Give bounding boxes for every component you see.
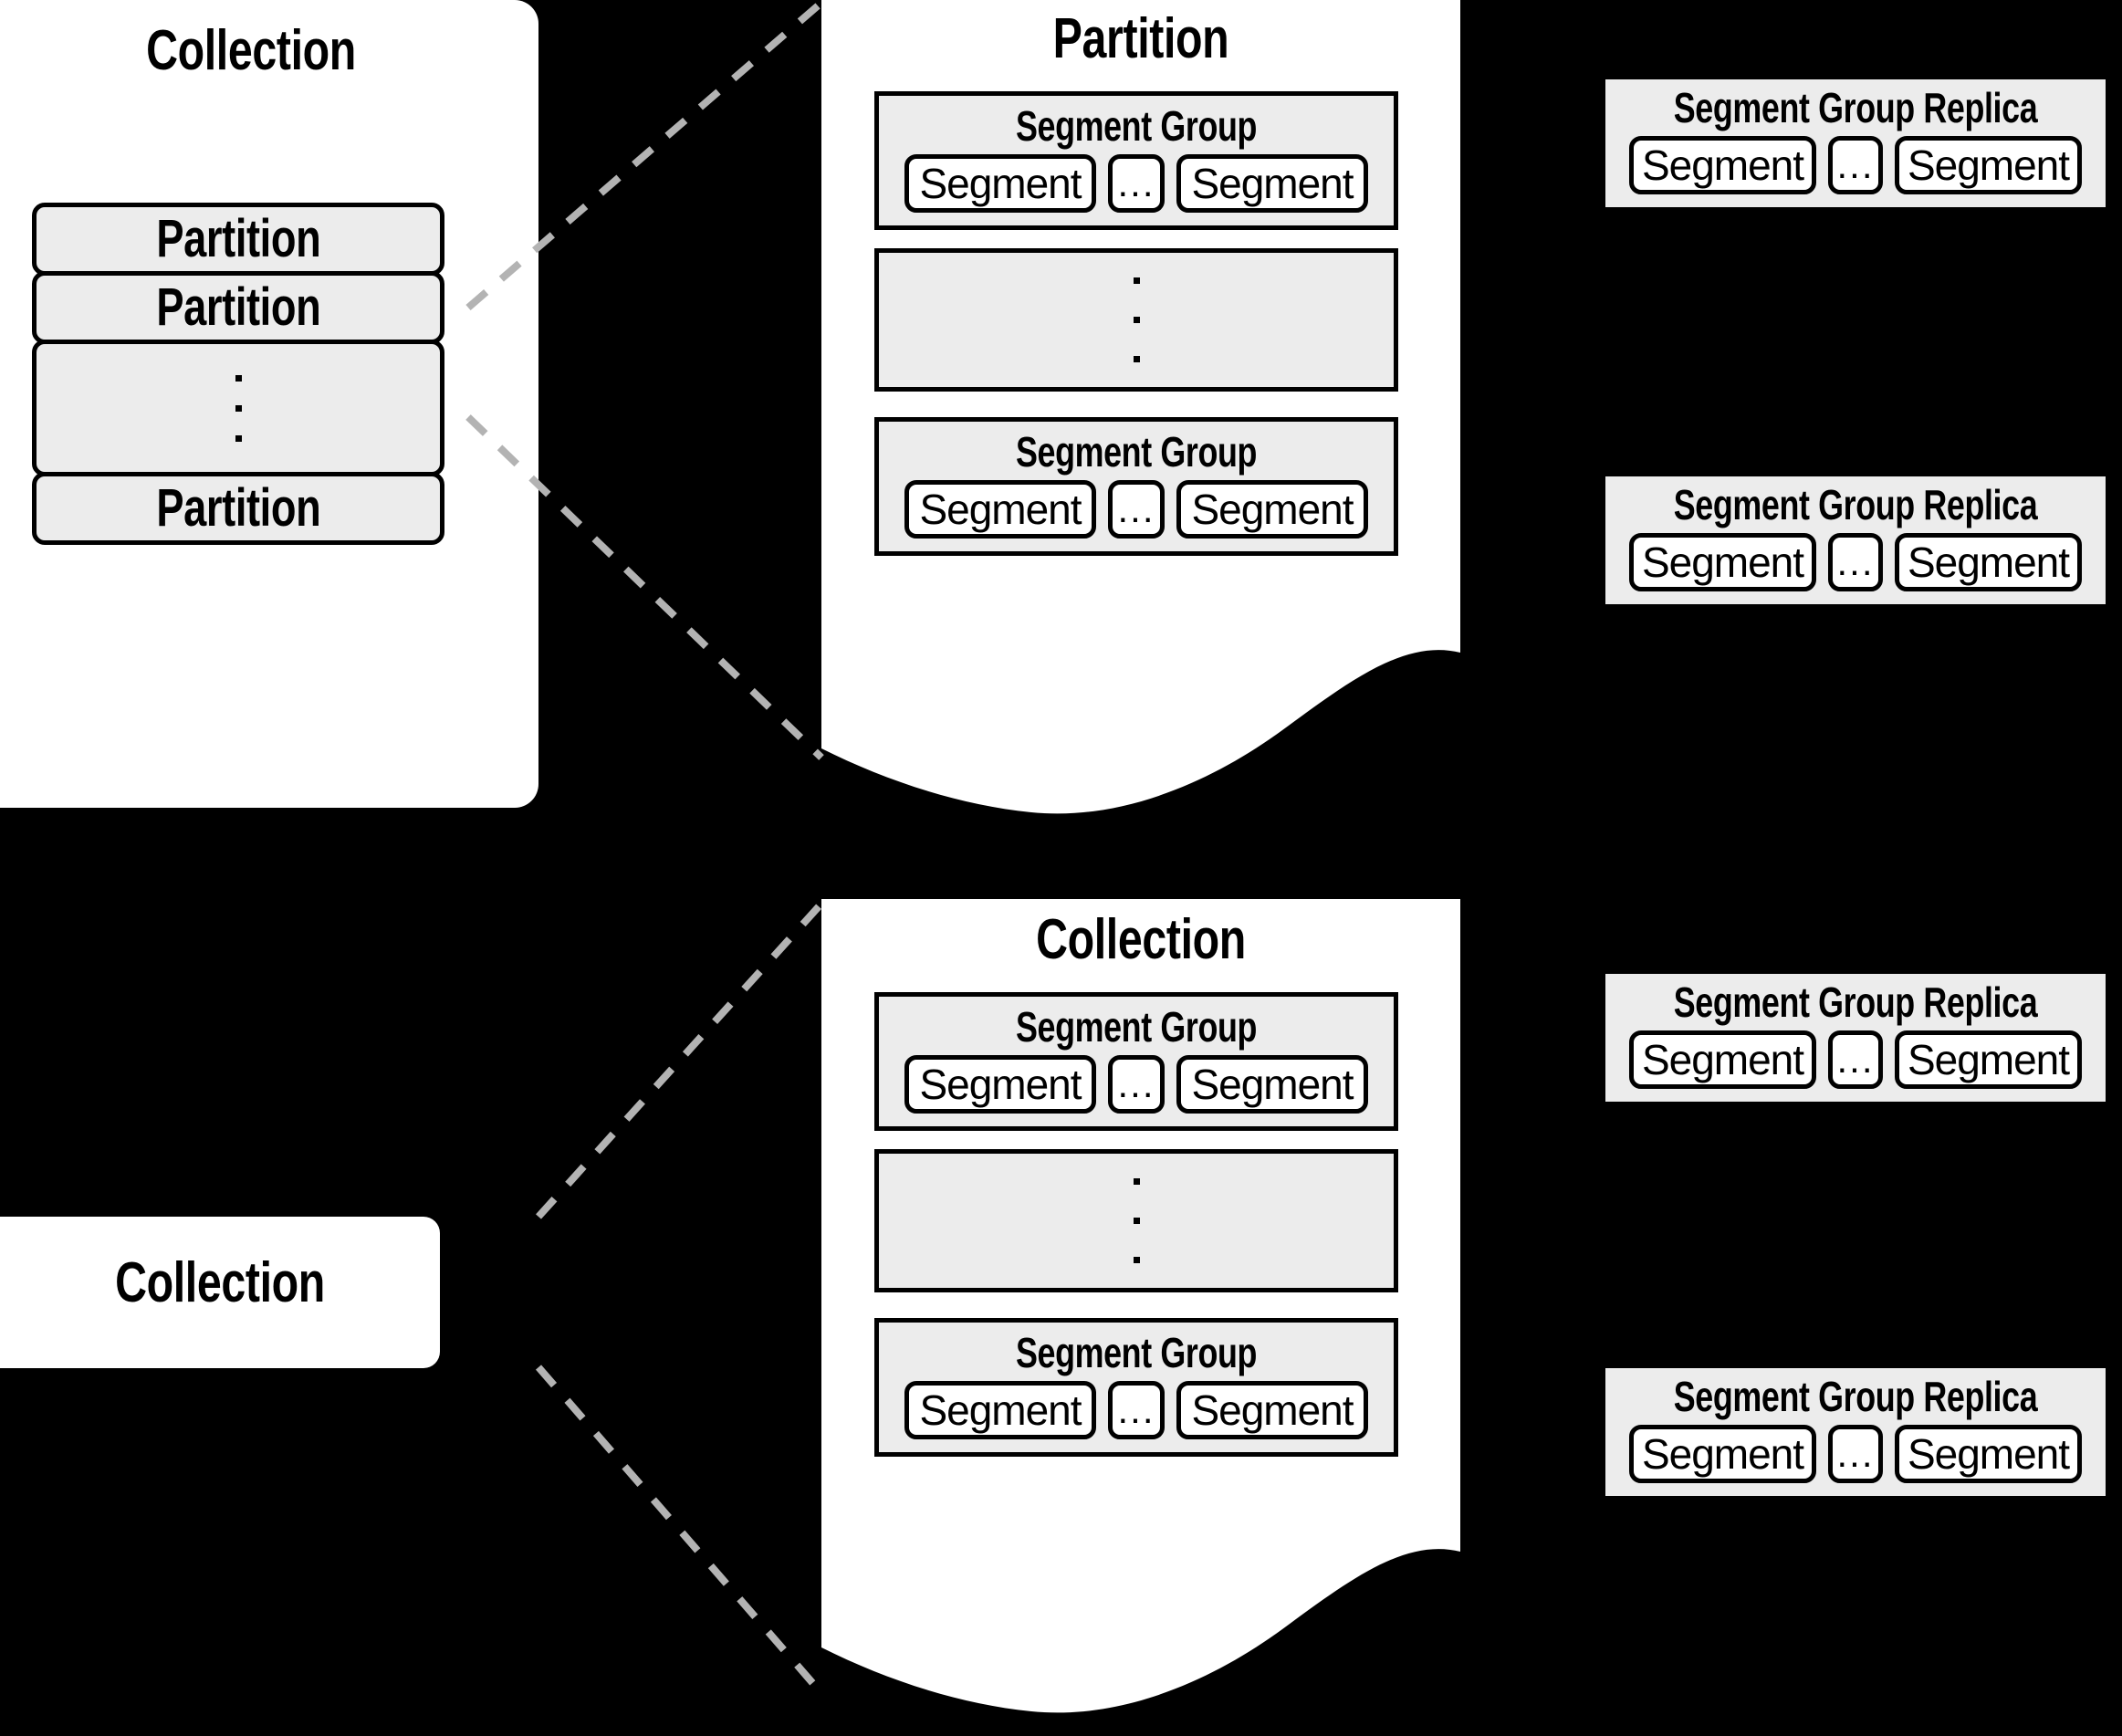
vertical-dot-icon bbox=[1133, 1257, 1140, 1263]
partition-list: Partition Partition Partition bbox=[32, 203, 444, 545]
segment-row: Segment ... Segment bbox=[890, 1381, 1383, 1439]
partition-item-label: Partition bbox=[156, 277, 320, 337]
connector-collection-top bbox=[536, 901, 824, 1219]
partition-item[interactable]: Partition bbox=[32, 271, 444, 344]
segment-ellipsis: ... bbox=[1108, 480, 1165, 539]
segment-ellipsis: ... bbox=[1828, 533, 1883, 591]
segment-group-ellipsis bbox=[874, 248, 1398, 392]
segment-row: Segment ... Segment bbox=[1618, 136, 2093, 194]
segment-box[interactable]: Segment bbox=[904, 1055, 1096, 1114]
partition-item-label: Partition bbox=[156, 478, 320, 538]
segment-box[interactable]: Segment bbox=[1629, 1030, 1816, 1089]
segment-box[interactable]: Segment bbox=[904, 154, 1096, 213]
collection-detail-panel: Collection Segment Group Segment ... Seg… bbox=[821, 899, 1460, 1736]
partition-item[interactable]: Partition bbox=[32, 203, 444, 276]
segment-box[interactable]: Segment bbox=[1895, 1425, 2082, 1483]
segment-ellipsis: ... bbox=[1828, 136, 1883, 194]
segment-ellipsis: ... bbox=[1108, 1381, 1165, 1439]
segment-box[interactable]: Segment bbox=[1176, 1381, 1368, 1439]
segment-group-replica[interactable]: Segment Group Replica Segment ... Segmen… bbox=[1602, 970, 2109, 1105]
segment-group-title: Segment Group bbox=[1015, 428, 1258, 476]
segment-box[interactable]: Segment bbox=[904, 480, 1096, 539]
partition-ellipsis-item bbox=[32, 340, 444, 476]
segment-group-replica[interactable]: Segment Group Replica Segment ... Segmen… bbox=[1602, 76, 2109, 211]
partition-detail-panel: Partition Segment Group Segment ... Segm… bbox=[821, 0, 1460, 817]
collection-node[interactable]: Collection bbox=[0, 1217, 440, 1368]
partition-item[interactable]: Partition bbox=[32, 472, 444, 545]
segment-group[interactable]: Segment Group Segment ... Segment bbox=[874, 1318, 1398, 1457]
collection-panel-title: Collection bbox=[146, 19, 356, 82]
vertical-dot-icon bbox=[235, 374, 242, 382]
vertical-dot-icon bbox=[235, 404, 242, 412]
segment-row: Segment ... Segment bbox=[1618, 533, 2093, 591]
vertical-dot-icon bbox=[235, 434, 242, 442]
segment-box[interactable]: Segment bbox=[1176, 480, 1368, 539]
segment-ellipsis: ... bbox=[1108, 1055, 1165, 1114]
segment-group[interactable]: Segment Group Segment ... Segment bbox=[874, 992, 1398, 1131]
segment-group-title: Segment Group bbox=[1015, 102, 1258, 150]
segment-group-title: Segment Group bbox=[1015, 1003, 1258, 1051]
segment-ellipsis: ... bbox=[1828, 1030, 1883, 1089]
vertical-dot-icon bbox=[1133, 356, 1140, 362]
segment-group-replica-title: Segment Group Replica bbox=[1673, 1373, 2038, 1420]
segment-row: Segment ... Segment bbox=[890, 1055, 1383, 1114]
segment-group-replica-title: Segment Group Replica bbox=[1673, 84, 2038, 131]
segment-group-replica-title: Segment Group Replica bbox=[1673, 481, 2038, 528]
segment-box[interactable]: Segment bbox=[904, 1381, 1096, 1439]
segment-group[interactable]: Segment Group Segment ... Segment bbox=[874, 91, 1398, 230]
segment-ellipsis: ... bbox=[1108, 154, 1165, 213]
segment-box[interactable]: Segment bbox=[1629, 1425, 1816, 1483]
segment-group-title: Segment Group bbox=[1015, 1329, 1258, 1376]
segment-group-replica[interactable]: Segment Group Replica Segment ... Segmen… bbox=[1602, 1365, 2109, 1500]
partition-detail-title: Partition bbox=[1052, 7, 1229, 70]
segment-box[interactable]: Segment bbox=[1895, 533, 2082, 591]
segment-box[interactable]: Segment bbox=[1176, 1055, 1368, 1114]
segment-box[interactable]: Segment bbox=[1895, 1030, 2082, 1089]
segment-group-ellipsis bbox=[874, 1149, 1398, 1292]
segment-row: Segment ... Segment bbox=[1618, 1425, 2093, 1483]
vertical-dot-icon bbox=[1133, 277, 1140, 284]
segment-box[interactable]: Segment bbox=[1895, 136, 2082, 194]
segment-group-replica-title: Segment Group Replica bbox=[1673, 978, 2038, 1026]
vertical-dot-icon bbox=[1133, 1218, 1140, 1224]
segment-box[interactable]: Segment bbox=[1629, 136, 1816, 194]
vertical-dot-icon bbox=[1133, 317, 1140, 323]
collection-panel: Collection Partition Partition Partition bbox=[0, 0, 538, 808]
partition-item-label: Partition bbox=[156, 209, 320, 268]
vertical-dot-icon bbox=[1133, 1178, 1140, 1185]
connector-collection-bottom bbox=[535, 1365, 825, 1696]
collection-node-label: Collection bbox=[115, 1251, 325, 1314]
segment-ellipsis: ... bbox=[1828, 1425, 1883, 1483]
segment-row: Segment ... Segment bbox=[1618, 1030, 2093, 1089]
segment-group-replica[interactable]: Segment Group Replica Segment ... Segmen… bbox=[1602, 473, 2109, 608]
segment-row: Segment ... Segment bbox=[890, 480, 1383, 539]
segment-group[interactable]: Segment Group Segment ... Segment bbox=[874, 417, 1398, 556]
segment-row: Segment ... Segment bbox=[890, 154, 1383, 213]
segment-box[interactable]: Segment bbox=[1176, 154, 1368, 213]
segment-box[interactable]: Segment bbox=[1629, 533, 1816, 591]
collection-detail-title: Collection bbox=[1036, 908, 1246, 971]
